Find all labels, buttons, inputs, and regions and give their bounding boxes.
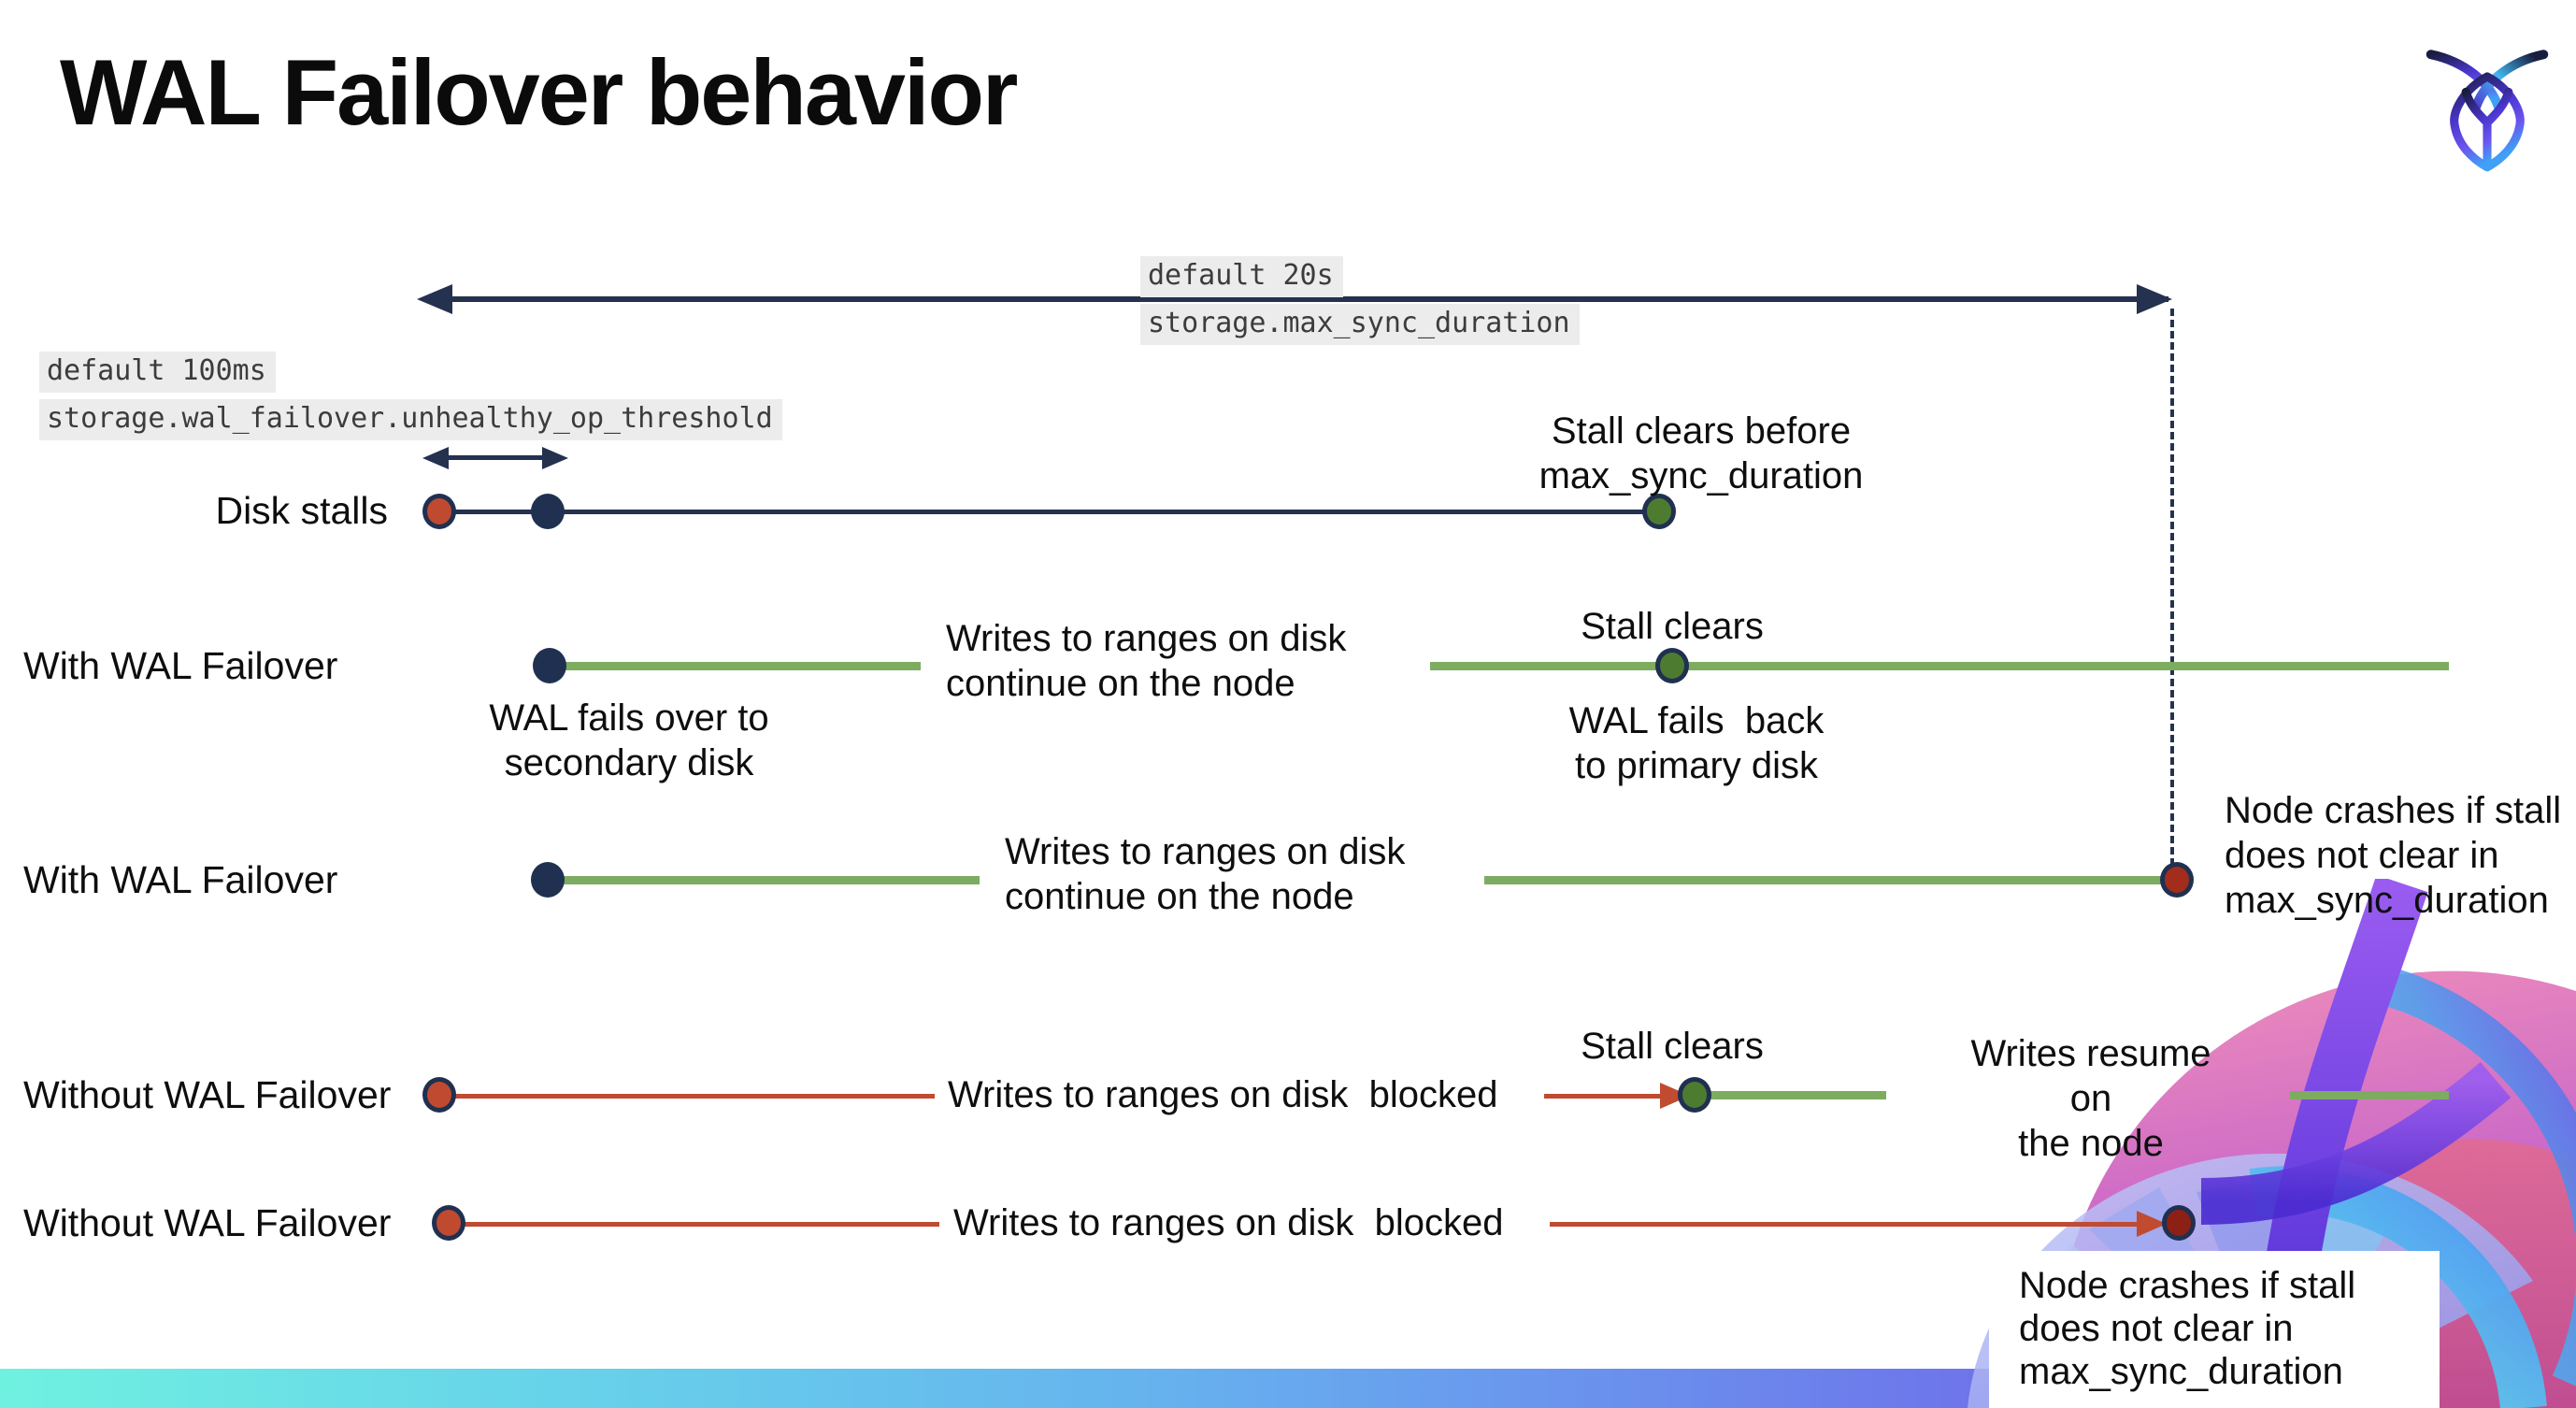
writes-blocked-note: Writes to ranges on disk blocked xyxy=(953,1202,1504,1243)
blocked-arrow-line xyxy=(1550,1222,2142,1227)
failover-to-secondary-note: WAL fails over to secondary disk xyxy=(489,697,769,783)
row-label-with-wal-failover-2: With WAL Failover xyxy=(23,858,338,901)
cockroachdb-logo-icon xyxy=(2426,50,2549,172)
writes-blocked-line xyxy=(462,1222,939,1227)
max-sync-deadline-dashed-line xyxy=(2170,309,2174,866)
arrowhead-right-icon xyxy=(542,447,568,469)
node-crash-dot xyxy=(2160,862,2194,898)
writes-blocked-note: Writes to ranges on disk blocked xyxy=(948,1074,1498,1115)
node-crash-callout xyxy=(1989,1251,2440,1408)
node-crash-note: Node crashes if stall does not clear in … xyxy=(2225,790,2562,921)
unhealthy-op-default-label: default 100ms xyxy=(39,352,276,393)
arrowhead-right-icon xyxy=(2137,1211,2167,1237)
node-crash-note: Node crashes if stall does not clear in … xyxy=(2019,1265,2356,1392)
stall-clears-note: Stall clears xyxy=(1581,606,1764,647)
stall-start-dot xyxy=(432,1205,465,1241)
row-label-without-wal-failover-2: Without WAL Failover xyxy=(23,1201,392,1244)
unhealthy-op-arrow-line xyxy=(443,455,548,460)
writes-resume-line xyxy=(2290,1091,2449,1099)
failover-dot xyxy=(533,648,566,683)
unhealthy-op-setting-label: storage.wal_failover.unhealthy_op_thresh… xyxy=(39,399,782,440)
stall-clears-note: Stall clears xyxy=(1581,1026,1764,1067)
writes-continue-line xyxy=(1484,876,2170,884)
row-label-disk-stalls: Disk stalls xyxy=(215,489,388,532)
writes-continue-line xyxy=(1430,662,2449,670)
disk-stall-timeline xyxy=(439,510,1659,514)
stall-clears-dot xyxy=(1642,494,1676,529)
max-sync-duration-labels: default 20s storage.max_sync_duration xyxy=(1140,256,1580,345)
row-label-with-wal-failover-1: With WAL Failover xyxy=(23,644,338,687)
max-sync-duration-arrow-line xyxy=(439,296,2168,302)
node-crash-dot xyxy=(2162,1205,2196,1241)
max-sync-default-label: default 20s xyxy=(1140,256,1343,297)
max-sync-setting-label: storage.max_sync_duration xyxy=(1140,304,1580,345)
writes-continue-line xyxy=(559,876,980,884)
writes-continue-note: Writes to ranges on disk continue on the… xyxy=(946,618,1347,704)
stall-clears-dot xyxy=(1678,1077,1711,1113)
arrowhead-left-icon xyxy=(422,447,449,469)
writes-resume-note: Writes resume on the node xyxy=(1970,1033,2211,1164)
row-label-without-wal-failover-1: Without WAL Failover xyxy=(23,1073,392,1116)
failback-to-primary-note: WAL fails back to primary disk xyxy=(1568,700,1825,786)
arrowhead-left-icon xyxy=(417,284,452,314)
stall-clears-before-note: Stall clears before max_sync_duration xyxy=(1538,410,1864,496)
blocked-arrow-line xyxy=(1544,1094,1666,1099)
stall-start-dot xyxy=(422,1077,456,1113)
page-title: WAL Failover behavior xyxy=(60,40,1018,144)
writes-resume-line xyxy=(1706,1091,1886,1099)
stall-start-dot xyxy=(422,494,456,529)
writes-blocked-line xyxy=(452,1094,935,1099)
threshold-dot xyxy=(531,494,565,529)
writes-continue-note: Writes to ranges on disk continue on the… xyxy=(1005,831,1406,917)
failover-dot xyxy=(531,862,565,898)
writes-continue-line xyxy=(561,662,921,670)
unhealthy-op-threshold-labels: default 100ms storage.wal_failover.unhea… xyxy=(39,352,782,440)
arrowhead-right-icon xyxy=(2137,284,2172,314)
stall-clears-dot xyxy=(1655,648,1689,683)
